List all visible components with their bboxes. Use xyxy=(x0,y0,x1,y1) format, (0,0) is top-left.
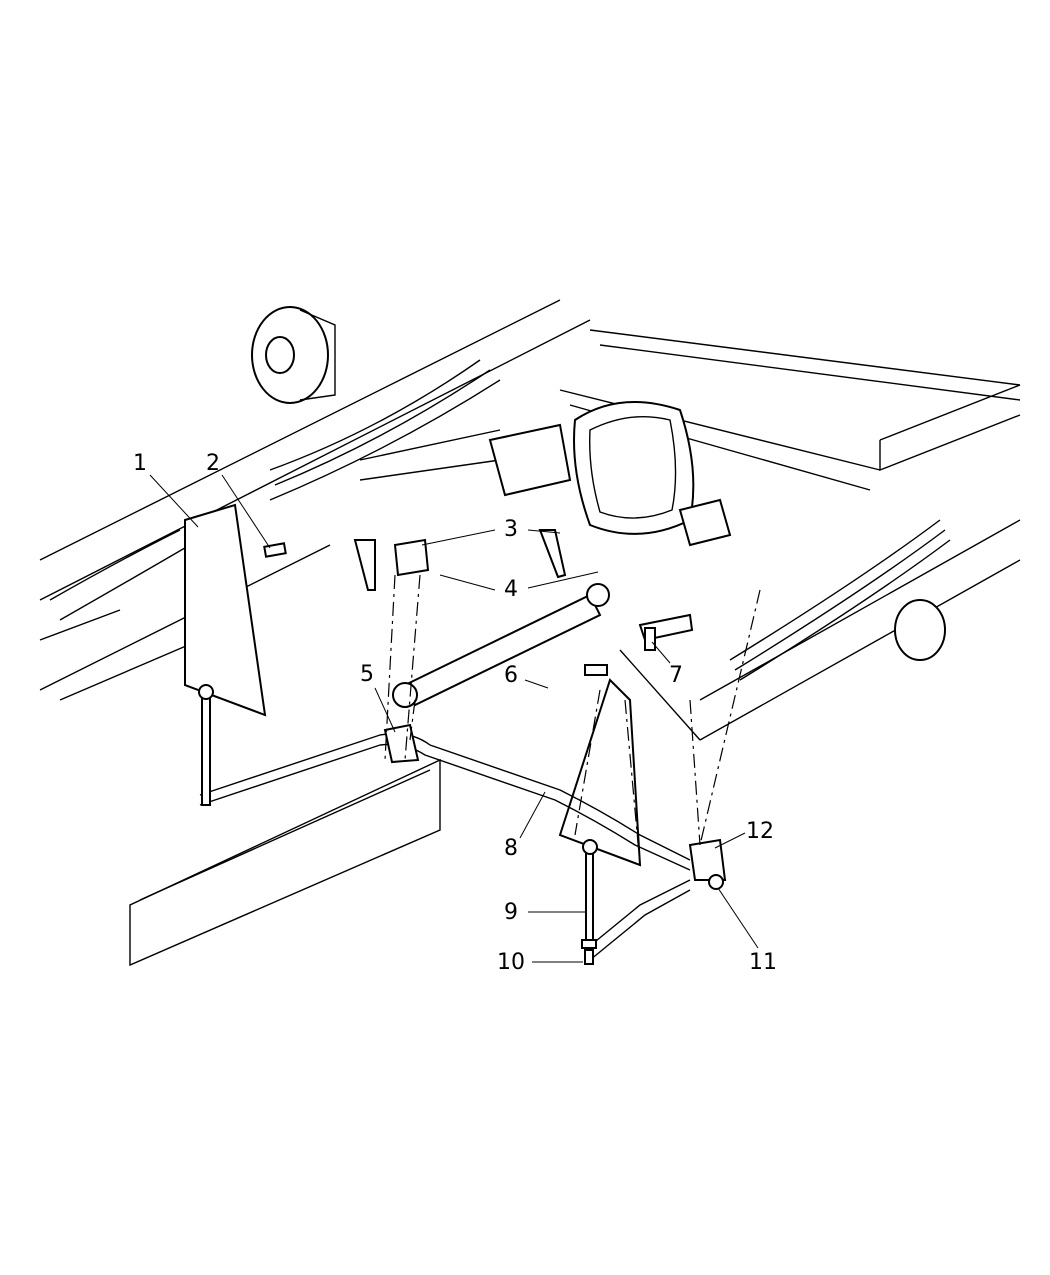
callout-10: 10 xyxy=(497,950,525,975)
sway-bar-links xyxy=(198,684,598,965)
callout-1: 1 xyxy=(133,451,147,476)
leaf-spring-left xyxy=(49,359,501,621)
callout-2: 2 xyxy=(206,451,220,476)
shock-absorber xyxy=(392,583,610,708)
callout-6: 6 xyxy=(504,663,518,688)
callout-9: 9 xyxy=(504,900,518,925)
brackets xyxy=(184,503,694,867)
callout-7: 7 xyxy=(669,663,683,688)
leader-lines xyxy=(149,474,759,963)
left-frame-rail xyxy=(39,299,591,967)
callout-4: 4 xyxy=(504,577,518,602)
sway-bar xyxy=(199,723,727,961)
assembly-centerlines xyxy=(384,574,761,866)
leaf-spring-right xyxy=(729,519,951,681)
rear-axle xyxy=(359,401,732,547)
callout-12: 12 xyxy=(746,819,774,844)
callout-11: 11 xyxy=(749,950,777,975)
callout-3: 3 xyxy=(504,517,518,542)
wheel-hub xyxy=(251,306,336,404)
right-frame-rail xyxy=(559,329,1021,741)
callout-8: 8 xyxy=(504,836,518,861)
callout-5: 5 xyxy=(360,662,374,687)
